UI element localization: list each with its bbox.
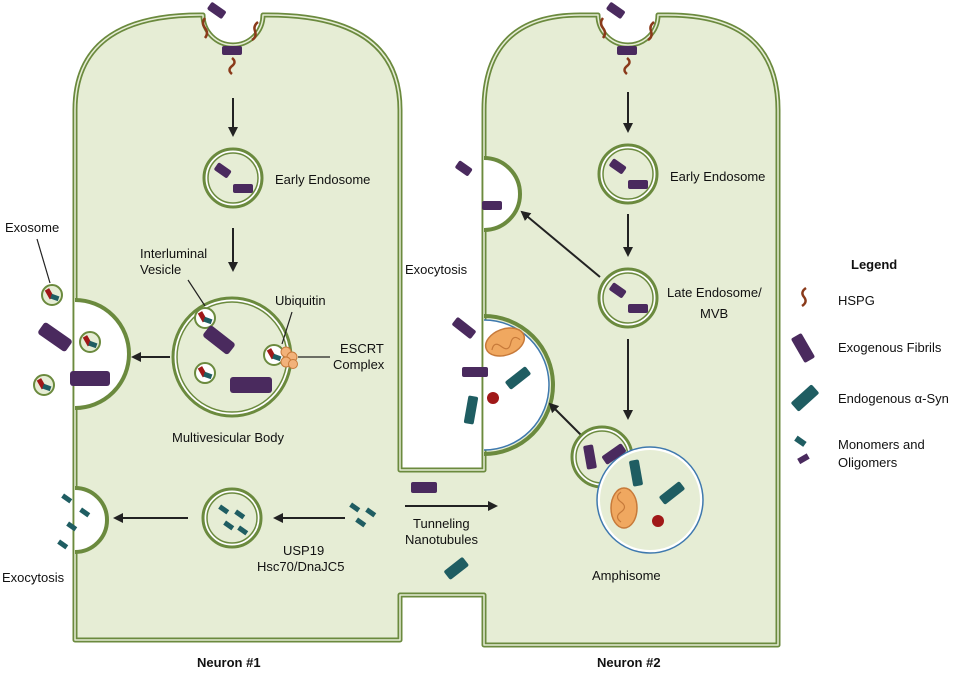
late-endosome-label-line2: MVB	[700, 306, 728, 321]
fibril-icon	[207, 2, 226, 19]
neuron2-exocytosis-pocket	[455, 156, 522, 232]
tunneling-label-line2: Nanotubules	[405, 532, 478, 547]
escrt-complex-label-line2: Complex	[333, 357, 385, 372]
ubiquitin-label: Ubiquitin	[275, 293, 326, 308]
neuron2-uptake-pit	[599, 2, 655, 75]
neuron1-title: Neuron #1	[197, 655, 261, 670]
fibril-icon	[609, 158, 627, 174]
fibril-icon	[222, 46, 242, 55]
n2-exocytosis-label: Exocytosis	[405, 262, 468, 277]
fibril-icon	[452, 317, 476, 339]
late-endosome-label-line1: Late Endosome/	[667, 285, 762, 300]
hspg-icon	[647, 21, 655, 42]
endogenous-syn-icon	[444, 557, 469, 580]
interluminal-vesicle-label-line1: Interluminal	[140, 246, 207, 261]
endogenous-syn-icon	[659, 481, 685, 505]
endogenous-syn-icon	[791, 384, 819, 412]
neuron1-exocytosis-label: Exocytosis	[2, 570, 65, 585]
exosome-label: Exosome	[5, 220, 59, 235]
monomers-icon	[794, 435, 810, 465]
amphisome-label: Amphisome	[592, 568, 661, 583]
neuron1-content: Early Endosome	[2, 2, 385, 585]
neuron1-early-endosome	[202, 147, 264, 209]
lysosome-dot	[487, 392, 499, 404]
arrow-amphisome-to-exocytosis	[548, 402, 583, 437]
fibril-icon	[203, 325, 235, 355]
exosome-vesicle	[79, 331, 101, 353]
hspg-icon	[599, 17, 607, 39]
fibril-icon	[70, 371, 110, 386]
exosome-release-pocket	[33, 284, 131, 410]
hspg-icon	[251, 21, 259, 42]
multivesicular-body	[171, 296, 298, 418]
neuron2-title: Neuron #2	[597, 655, 661, 670]
mitochondrion-icon	[484, 327, 526, 357]
fibril-icon	[411, 482, 437, 493]
fibril-icon	[606, 2, 625, 19]
n2-early-endosome-label: Early Endosome	[670, 169, 765, 184]
mitochondrion-icon	[610, 487, 638, 529]
interluminal-vesicle-label-line2: Vesicle	[140, 262, 181, 277]
fibril-icon	[455, 160, 473, 176]
fibril-icon	[214, 162, 232, 178]
fibril-icon	[602, 443, 626, 465]
ubiquitin-icon	[280, 346, 298, 369]
escrt-complex-label-line1: ESCRT	[340, 341, 384, 356]
multivesicular-body-label: Multivesicular Body	[172, 430, 284, 445]
usp19-label: USP19	[283, 543, 324, 558]
endogenous-syn-icon	[505, 366, 531, 390]
legend-item-fibrils: Exogenous Fibrils	[838, 340, 942, 355]
monomers-cluster	[349, 502, 377, 528]
amphisome	[570, 425, 704, 554]
arrow-late-to-exocytosis	[520, 210, 601, 278]
legend: Legend HSPG Exogenous Fibrils Endogenous…	[791, 257, 949, 470]
ubiquitin-pointer	[281, 311, 293, 345]
fibril-icon	[233, 184, 253, 193]
fibril-icon	[791, 333, 815, 363]
fibril-icon	[583, 444, 597, 470]
monomer-vesicle	[201, 487, 263, 549]
endogenous-syn-icon	[629, 459, 643, 487]
exosome-vesicle	[41, 284, 63, 306]
fibril-icon	[628, 304, 648, 313]
interluminal-pointer	[187, 279, 206, 307]
exosome-vesicle	[33, 374, 55, 396]
neuron1-exocytosis-pocket	[57, 486, 109, 554]
fibril-icon	[609, 282, 627, 298]
legend-item-hspg: HSPG	[838, 293, 875, 308]
neuron2-content: Early Endosome Late Endosome/ MVB Exocyt…	[405, 2, 765, 583]
endogenous-syn-icon	[463, 395, 479, 425]
neuron2-early-endosome	[597, 143, 659, 205]
legend-title: Legend	[851, 257, 897, 272]
legend-item-endogenous: Endogenous α-Syn	[838, 391, 949, 406]
legend-item-monomers-line2: Oligomers	[838, 455, 898, 470]
fibril-icon	[482, 201, 502, 210]
hspg-icon	[228, 57, 236, 75]
hspg-icon	[801, 286, 807, 308]
legend-item-monomers-line1: Monomers and	[838, 437, 925, 452]
exosome-pointer	[36, 238, 51, 284]
tunneling-nanotubules: Tunneling Nanotubules	[405, 482, 498, 580]
amphisome-exocytosis-pocket	[452, 314, 555, 456]
hspg-icon	[623, 57, 631, 75]
tunneling-label-line1: Tunneling	[413, 516, 470, 531]
hspg-icon	[201, 17, 209, 39]
fibril-icon	[462, 367, 488, 377]
hsc70-dnajc5-label: Hsc70/DnaJC5	[257, 559, 344, 574]
neuron1-uptake-pit	[201, 2, 259, 75]
early-endosome-label: Early Endosome	[275, 172, 370, 187]
interluminal-vesicle	[194, 307, 216, 329]
late-endosome-mvb	[597, 267, 659, 329]
fibril-icon	[628, 180, 648, 189]
interluminal-vesicle	[194, 362, 216, 384]
lysosome-dot	[652, 515, 664, 527]
fibril-icon	[38, 322, 72, 352]
fibril-icon	[230, 377, 272, 393]
fibril-icon	[617, 46, 637, 55]
